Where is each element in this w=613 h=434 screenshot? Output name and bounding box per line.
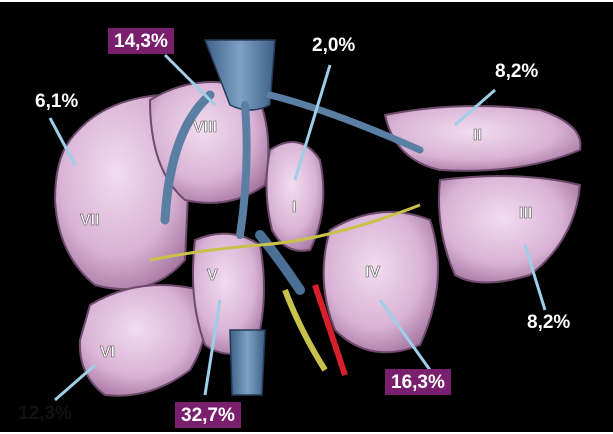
segment-label-iii: III [519, 205, 532, 222]
percent-label-segment-vii: 6,1% [35, 92, 78, 111]
segment-label-v: V [207, 267, 218, 284]
segment-label-vii: VII [80, 212, 100, 229]
segment-label-iv: IV [365, 264, 380, 281]
percent-label-segment-iv: 16,3% [385, 369, 451, 395]
percent-label-segment-iii: 8,2% [527, 313, 570, 332]
segment-label-i: I [292, 199, 296, 216]
percent-label-segment-viii: 14,3% [108, 28, 174, 54]
percent-label-segment-v: 32,7% [175, 402, 241, 428]
segment-iv-lobe [324, 212, 438, 352]
percent-label-segment-vi: 12,3% [18, 404, 72, 423]
ivc-lower [230, 330, 265, 395]
segment-label-vi: VI [100, 344, 115, 361]
percent-label-segment-ii: 8,2% [495, 62, 538, 81]
percent-label-segment-i: 2,0% [312, 36, 355, 55]
segment-label-viii: VIII [193, 119, 217, 136]
segment-label-ii: II [473, 127, 482, 144]
segment-i-lobe [266, 142, 323, 251]
